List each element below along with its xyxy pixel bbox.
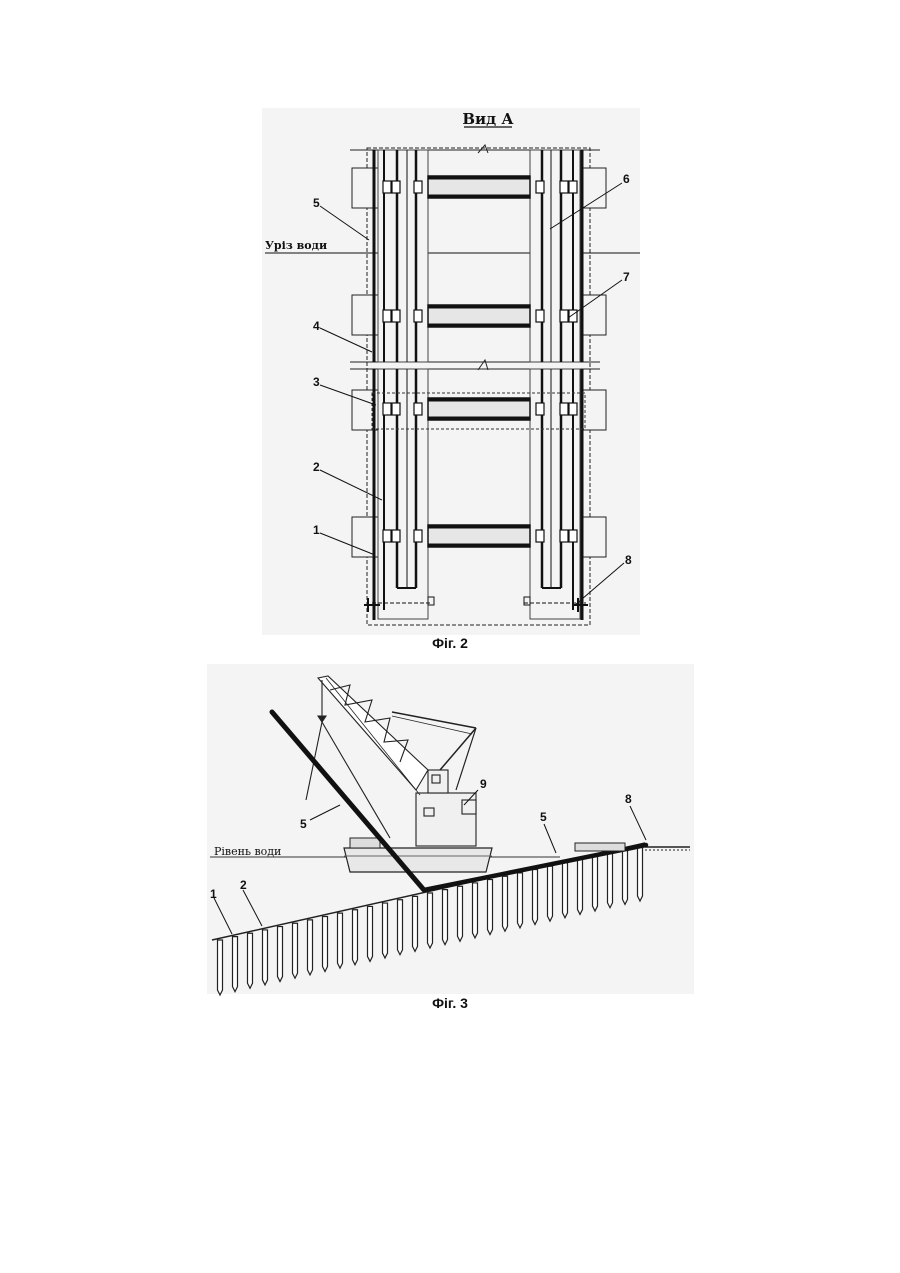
pile xyxy=(443,890,448,945)
pile xyxy=(623,849,628,904)
pile xyxy=(593,856,598,911)
engine-box xyxy=(462,800,476,814)
pile xyxy=(293,923,298,978)
callout-5: 5 xyxy=(313,196,320,210)
pile xyxy=(338,913,343,968)
callout-2: 2 xyxy=(313,460,320,474)
pile xyxy=(308,920,313,975)
figure-2: Вид А Уріз води xyxy=(262,108,640,651)
figure-3: Рівень води xyxy=(207,664,694,1011)
pile xyxy=(323,917,328,972)
callout-1: 1 xyxy=(210,887,217,901)
mat-end-block xyxy=(575,843,625,851)
pile xyxy=(428,893,433,948)
pile xyxy=(638,846,643,901)
pile xyxy=(488,880,493,935)
callout-5b: 5 xyxy=(540,810,547,824)
pile xyxy=(383,903,388,958)
pile xyxy=(353,910,358,965)
pile xyxy=(248,933,253,988)
pile xyxy=(458,886,463,941)
fig2-caption: Фіг. 2 xyxy=(432,635,468,651)
callout-8: 8 xyxy=(625,792,632,806)
callout-1: 1 xyxy=(313,523,320,537)
callout-6: 6 xyxy=(623,172,630,186)
water-level-label: Рівень води xyxy=(214,845,281,858)
pile xyxy=(218,940,223,995)
view-title: Вид А xyxy=(462,110,514,128)
pile xyxy=(278,927,283,982)
pile xyxy=(578,859,583,914)
fig3-caption: Фіг. 3 xyxy=(432,995,468,1011)
pile xyxy=(263,930,268,985)
callout-5: 5 xyxy=(300,817,307,831)
pile xyxy=(368,906,373,961)
callout-8: 8 xyxy=(625,553,632,567)
pile xyxy=(533,870,538,925)
pile xyxy=(503,876,508,931)
waterline-label: Уріз води xyxy=(265,239,327,252)
pile-cap-right xyxy=(580,390,606,430)
callout-4: 4 xyxy=(313,319,320,333)
pile-cap-right xyxy=(580,517,606,557)
pile xyxy=(608,853,613,908)
callout-2: 2 xyxy=(240,878,247,892)
crane-operator-cab xyxy=(428,770,448,793)
pile xyxy=(518,873,523,928)
callout-9: 9 xyxy=(480,777,487,791)
pile xyxy=(413,896,418,951)
pile xyxy=(233,937,238,992)
pile xyxy=(473,883,478,938)
callout-3: 3 xyxy=(313,375,320,389)
pile xyxy=(563,863,568,918)
pile xyxy=(548,866,553,921)
callout-7: 7 xyxy=(623,270,630,284)
pile xyxy=(398,900,403,955)
